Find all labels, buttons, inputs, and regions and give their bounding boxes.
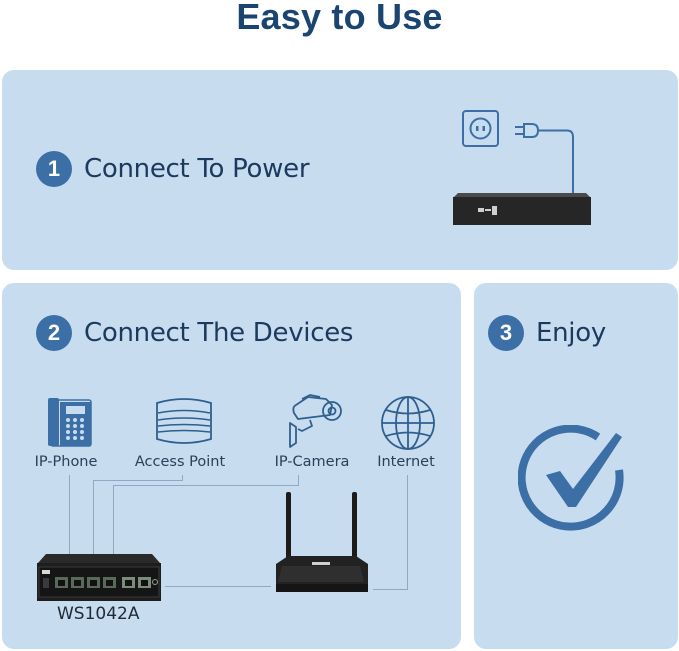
cable-internet — [373, 589, 408, 590]
cable-internet — [407, 475, 408, 590]
cable-access-point — [93, 481, 94, 561]
cable-switch-router — [165, 586, 271, 587]
network-switch-icon — [37, 554, 161, 601]
switch-rear-icon — [453, 193, 591, 225]
switch-model-label: WS1042A — [57, 604, 140, 624]
step-1-panel: 1 Connect To Power — [2, 70, 678, 270]
device-label-ip-phone: IP-Phone — [34, 454, 98, 470]
step-label: Enjoy — [536, 318, 606, 348]
device-label-ip-camera: IP-Camera — [274, 454, 350, 470]
ip-camera-icon — [289, 394, 342, 448]
step-number-badge: 3 — [488, 315, 524, 351]
step-3-panel: 3 Enjoy — [474, 283, 678, 649]
check-circle-icon — [518, 425, 624, 531]
step-label: Connect To Power — [84, 154, 310, 184]
power-plug-icon — [515, 123, 574, 195]
step-label: Connect The Devices — [84, 318, 354, 348]
cable-ip-phone — [69, 475, 70, 560]
step-1-heading: 1 Connect To Power — [36, 151, 310, 187]
device-label-internet: Internet — [377, 454, 435, 470]
cable-ip-camera — [113, 486, 114, 561]
ip-phone-icon — [48, 398, 92, 447]
cable-ip-camera — [113, 485, 299, 486]
cable-access-point — [93, 480, 183, 481]
step-3-heading: 3 Enjoy — [488, 315, 606, 351]
step-number-badge: 1 — [36, 151, 72, 187]
step-number-badge: 2 — [36, 315, 72, 351]
cable-ip-camera — [298, 475, 299, 486]
globe-icon — [381, 396, 435, 450]
power-socket-icon — [462, 110, 499, 147]
access-point-icon — [156, 398, 212, 444]
page-title: Easy to Use — [236, 0, 443, 37]
device-label-access-point: Access Point — [134, 454, 226, 470]
wifi-router-icon — [276, 492, 368, 592]
step-2-heading: 2 Connect The Devices — [36, 315, 353, 351]
step-2-panel: 2 Connect The Devices IP-Phone Access Po… — [2, 283, 461, 649]
power-connection-illustration — [453, 110, 591, 225]
cable-access-point — [182, 475, 183, 481]
